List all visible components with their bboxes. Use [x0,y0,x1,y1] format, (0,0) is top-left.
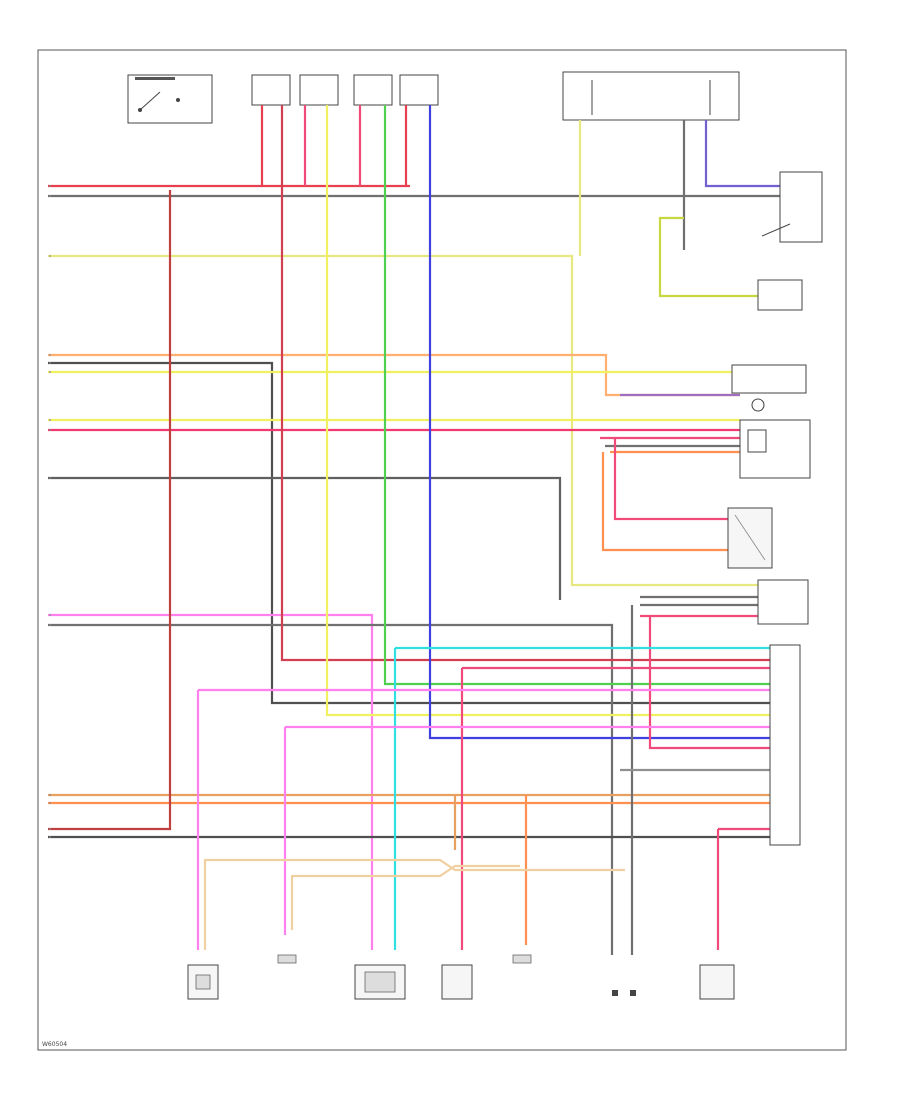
wire-grey-363 [48,361,800,705]
ignition-switch [127,74,213,124]
idle-air-control-valve [739,419,811,479]
connector-egr [277,954,297,964]
diagram-frame [37,49,847,1051]
wire-red-829 [48,190,172,831]
relay-3 [353,74,393,106]
figure-reference: W60504 [42,1041,67,1048]
wire-green-relay3-b [383,105,800,686]
relay-1 [251,74,291,106]
wire-grey-625 [48,623,614,955]
wire-fusebox-violet [704,120,780,188]
wire-peach-bundle-1 [203,858,625,950]
fuel-pump [761,171,823,243]
connector-cam-sensor [441,964,473,1000]
wire-peach-bundle-2 [290,864,520,930]
wire-pink-615 [48,613,374,950]
left-pin-markers [49,185,51,838]
map-sensor [757,579,809,625]
wire-pink-ecm-right [716,827,800,950]
throttle-position-sensor [731,364,807,412]
wire-orange-550 [601,452,728,552]
wire-orange-355 [48,353,740,397]
wire-grey-478 [48,476,562,600]
connector-crank-sensor [512,954,532,964]
connector-vehicle-speed-sensor [354,964,406,1000]
wire-blue-relay4-b [428,105,800,740]
wire-pink-616-drop [648,616,800,750]
fuse-relay-box [562,71,740,121]
intake-air-temp-sensor [727,507,773,569]
wire-yellow-relay2-b [325,105,800,717]
wire-red-relay1-b [280,105,800,662]
fuel-pump-relay [399,74,439,106]
relay-2 [299,74,339,106]
wire-pink-519 [613,438,728,521]
wire-olive-loop [658,216,760,298]
engine-control-module [769,644,801,846]
connector-knock-sensor [187,964,219,1000]
connector-ground [612,990,636,996]
connector-coolant-temp-sensor [699,964,735,1000]
fuel-tank-sensor [757,279,803,311]
